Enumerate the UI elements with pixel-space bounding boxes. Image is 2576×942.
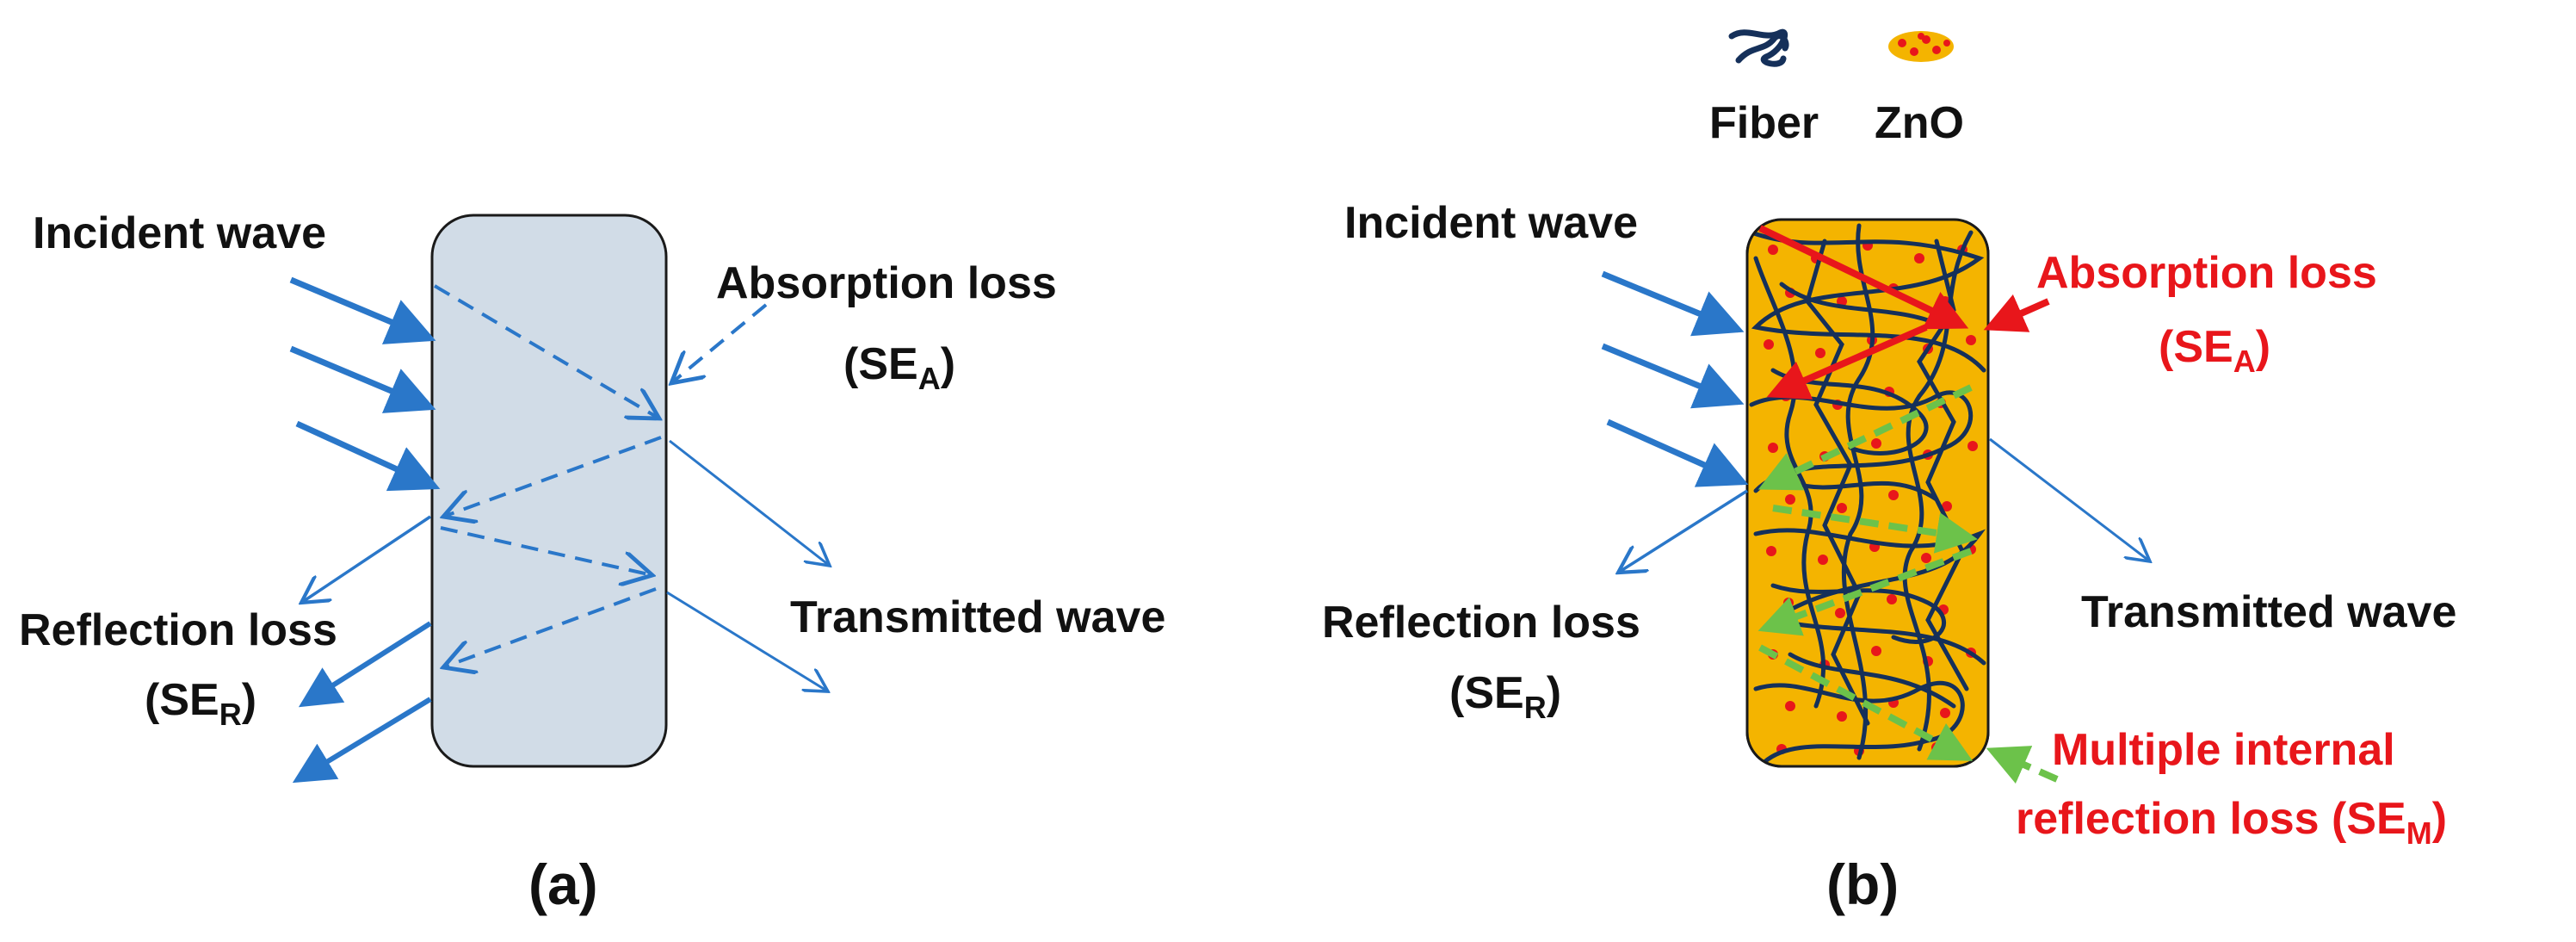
- fiber-legend-label: Fiber: [1709, 98, 1819, 148]
- caption-b: (b): [1826, 852, 1899, 916]
- reflection-loss-label-a: Reflection loss: [19, 605, 337, 655]
- multiple-reflection-label-line2: reflection loss (SEM): [2016, 794, 2447, 851]
- composite-texture: [1747, 220, 1988, 766]
- absorption-arrows-b: [1758, 225, 2050, 400]
- reflected-arrows-thick-a: [292, 621, 432, 784]
- internal-reflection-path-a: [433, 284, 768, 667]
- absorption-se-label-a: (SEA): [843, 339, 955, 396]
- transmitted-wave-label-a: Transmitted wave: [790, 592, 1165, 642]
- zno-particle-icon: [1888, 31, 1954, 62]
- reflected-arrows-a: [301, 515, 431, 603]
- shield-slab-a: [430, 214, 668, 768]
- transmitted-arrows-a: [666, 439, 830, 691]
- zno-legend-label: ZnO: [1875, 98, 1964, 148]
- reflection-loss-label-b: Reflection loss: [1322, 598, 1640, 648]
- panel-b: Incident wave Absorption loss (SEA) Tran…: [1322, 198, 2456, 916]
- multiple-reflection-label-line1: Multiple internal: [2052, 725, 2395, 775]
- reflection-se-label-b: (SER): [1449, 668, 1561, 725]
- absorption-loss-label-a: Absorption loss: [716, 258, 1057, 308]
- incident-wave-label-a: Incident wave: [33, 208, 326, 258]
- reflection-se-label-a: (SER): [145, 675, 256, 732]
- incident-wave-label-b: Incident wave: [1344, 198, 1638, 248]
- incident-arrows-a: [289, 276, 441, 492]
- panel-a: Incident wave Absorption loss (SEA) Tran…: [19, 208, 1165, 916]
- absorption-loss-label-b: Absorption loss: [2036, 248, 2377, 298]
- transmitted-wave-label-b: Transmitted wave: [2081, 587, 2456, 637]
- incident-arrows-b: [1601, 270, 1749, 487]
- multiple-reflection-arrows-b: [1757, 384, 2059, 784]
- fiber-icon: [1728, 28, 1789, 67]
- transmitted-arrow-b: [1989, 437, 2150, 561]
- legend: Fiber ZnO: [1709, 28, 1964, 148]
- absorption-se-label-b: (SEA): [2159, 322, 2270, 379]
- reflected-arrow-b: [1618, 489, 1748, 573]
- caption-a: (a): [528, 852, 598, 916]
